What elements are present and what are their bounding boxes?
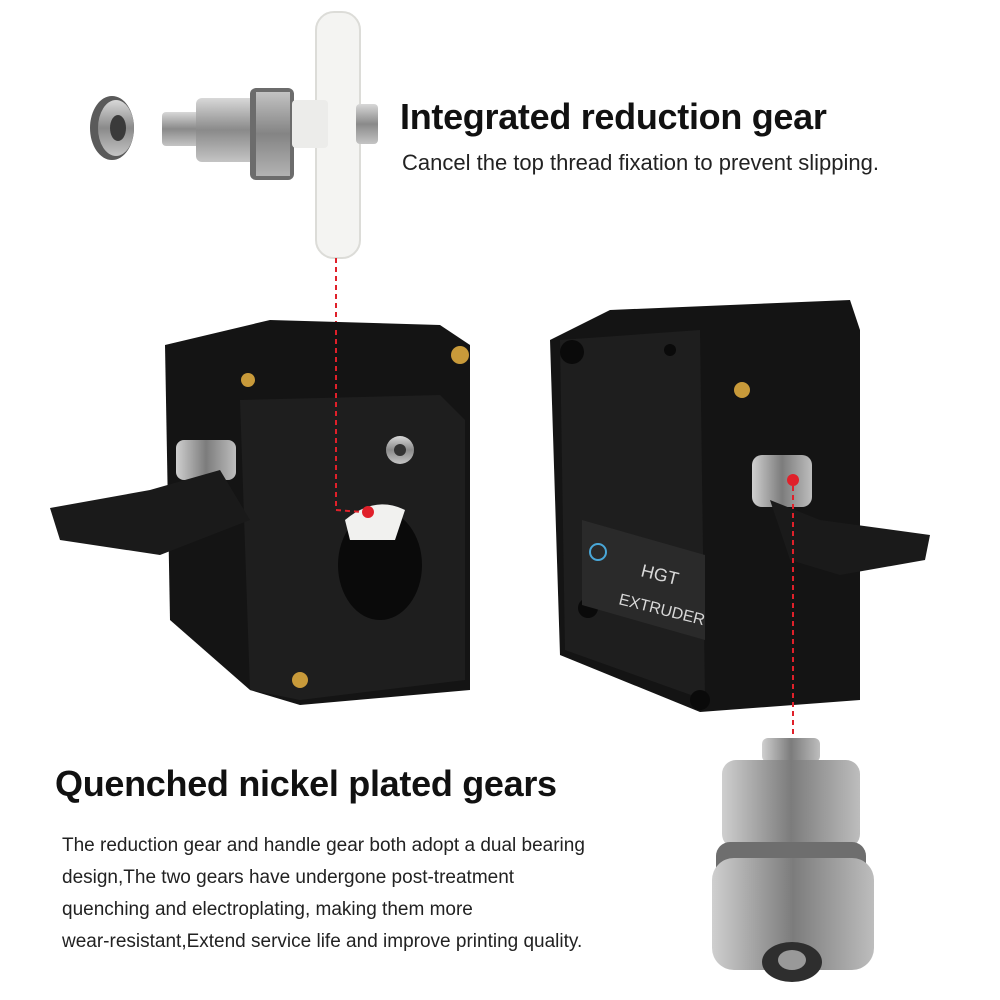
brand-logo-icon [589, 543, 607, 561]
feature-top-heading: Integrated reduction gear [400, 96, 827, 137]
feature-bottom-heading: Quenched nickel plated gears [55, 763, 557, 804]
lever-handle-icon [50, 470, 250, 555]
handle-gear-icon [752, 455, 812, 507]
nickel-plated-gear-icon [712, 738, 874, 982]
description-line: quenching and electroplating, making the… [62, 899, 473, 920]
indicator-dot-icon [787, 474, 799, 486]
label-plate [582, 520, 705, 640]
exploded-gear-assembly [90, 11, 378, 330]
extruder-right [550, 300, 930, 740]
bearing-icon [90, 96, 134, 160]
description-line: wear-resistant,Extend service life and i… [62, 931, 583, 952]
feature-top-subtext: Cancel the top thread fixation to preven… [402, 150, 879, 175]
feature-bottom-description: The reduction gear and handle gear both … [62, 830, 702, 958]
white-reduction-gear-icon [292, 11, 378, 259]
handle-gear-icon [176, 440, 236, 480]
description-line: The reduction gear and handle gear both … [62, 835, 585, 856]
lever-handle-icon [770, 500, 930, 575]
description-line: design,The two gears have undergone post… [62, 867, 515, 888]
extruder-left [50, 320, 470, 705]
drive-shaft-gear-icon [162, 88, 294, 180]
indicator-dot-icon [362, 506, 374, 518]
